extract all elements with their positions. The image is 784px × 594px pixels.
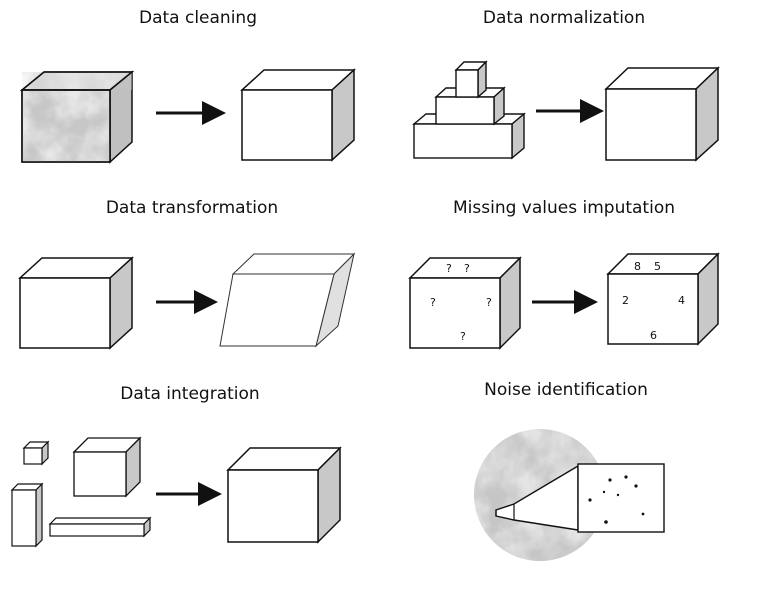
- title-data-transformation: Data transformation: [105, 198, 279, 218]
- missing-mark: ?: [460, 330, 466, 343]
- clean-cube: [240, 68, 356, 162]
- title-data-cleaning: Data cleaning: [138, 8, 258, 28]
- dirty-cube: [19, 70, 135, 164]
- imputed-value: 2: [622, 294, 629, 307]
- skewed-cube: [219, 252, 356, 348]
- title-data-normalization: Data normalization: [482, 8, 646, 28]
- imputed-value: 5: [654, 260, 661, 273]
- imputed-value: 8: [634, 260, 641, 273]
- missing-mark: ?: [430, 296, 436, 309]
- missing-mark: ?: [446, 262, 452, 275]
- imputed-value: 4: [678, 294, 685, 307]
- flat-bar: [48, 516, 152, 538]
- normalized-cube: [604, 66, 720, 162]
- imputed-value: 6: [650, 329, 657, 342]
- integrated-cube: [226, 446, 342, 544]
- missing-mark: ?: [464, 262, 470, 275]
- cube-with-missing: ? ? ? ? ?: [408, 256, 522, 350]
- stacked-blocks: [412, 60, 526, 160]
- noise-dots: [588, 475, 645, 524]
- magnifier-cone: [495, 463, 665, 533]
- title-noise-identification: Noise identification: [484, 380, 648, 400]
- source-cube: [18, 256, 134, 350]
- title-missing-values-imputation: Missing values imputation: [453, 198, 675, 218]
- medium-cube: [72, 436, 142, 498]
- title-data-integration: Data integration: [120, 384, 260, 404]
- tall-block: [10, 482, 44, 548]
- missing-mark: ?: [486, 296, 492, 309]
- small-cube: [22, 440, 50, 466]
- imputed-cube: 8 5 2 4 6: [606, 252, 720, 346]
